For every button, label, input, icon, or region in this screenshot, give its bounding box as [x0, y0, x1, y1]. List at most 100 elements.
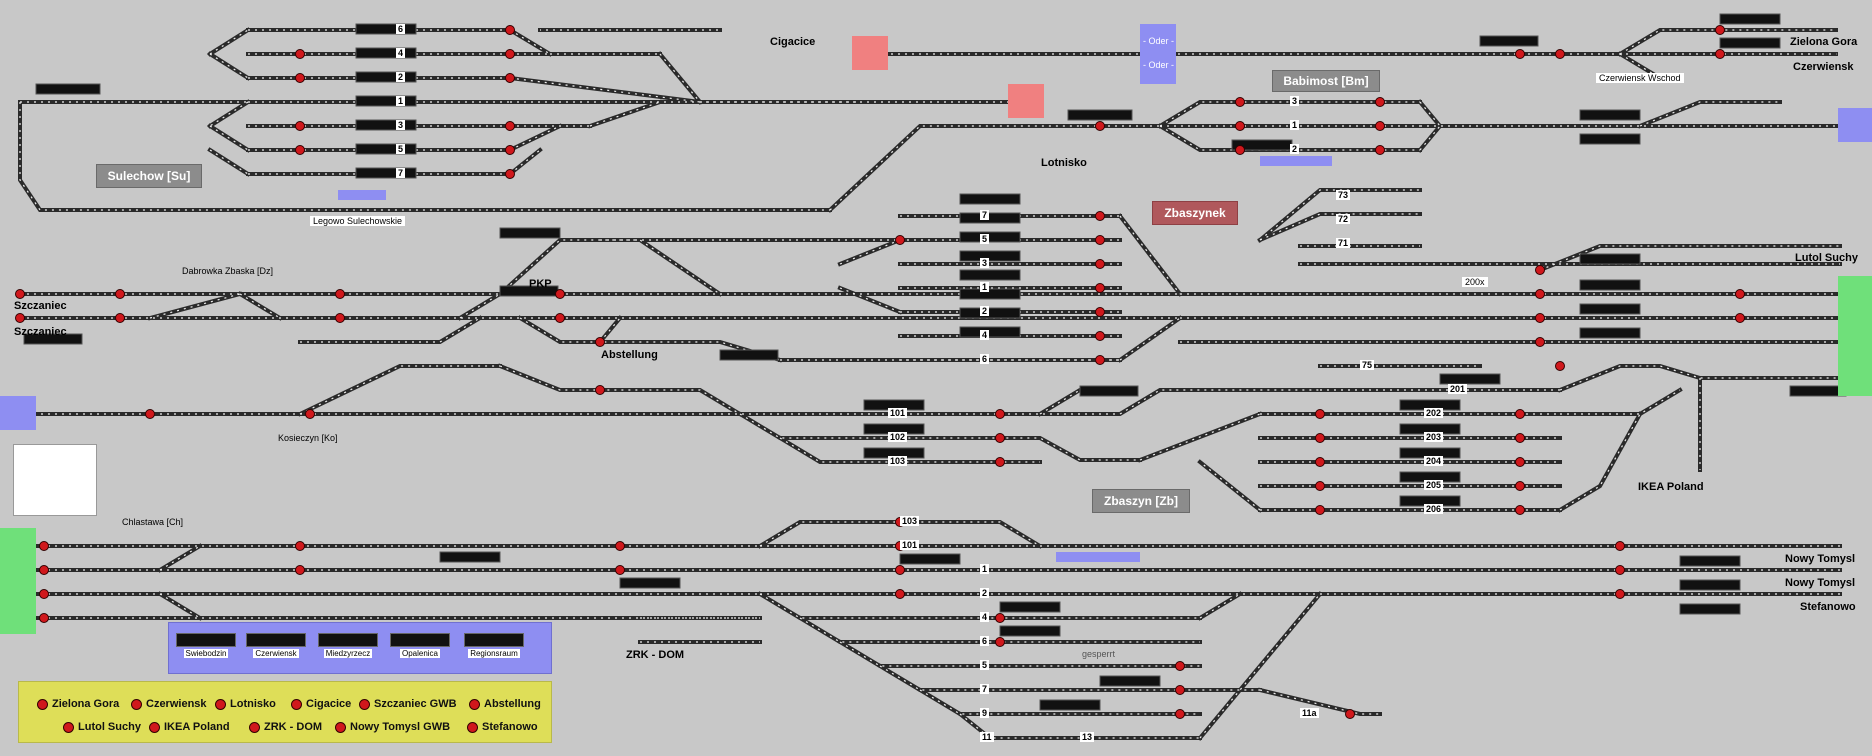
train-number-display[interactable]	[959, 250, 1021, 262]
signal-icon[interactable]	[1535, 265, 1545, 275]
train-number-display[interactable]	[1079, 385, 1139, 397]
signal-icon[interactable]	[895, 235, 905, 245]
signal-icon[interactable]	[1515, 409, 1525, 419]
signal-icon[interactable]	[1735, 313, 1745, 323]
signal-icon[interactable]	[1535, 289, 1545, 299]
signal-icon[interactable]	[39, 565, 49, 575]
signal-icon[interactable]	[1095, 307, 1105, 317]
train-number-display[interactable]	[1579, 109, 1641, 121]
signal-icon[interactable]	[1095, 235, 1105, 245]
signal-icon[interactable]	[1315, 433, 1325, 443]
signal-icon[interactable]	[595, 337, 605, 347]
signal-icon[interactable]	[895, 565, 905, 575]
signal-icon[interactable]	[1555, 49, 1565, 59]
train-number-display[interactable]	[1679, 555, 1741, 567]
signal-icon[interactable]	[295, 121, 305, 131]
train-number-display[interactable]	[1679, 603, 1741, 615]
train-number-display[interactable]	[1719, 13, 1781, 25]
train-number-display[interactable]	[355, 143, 417, 155]
train-number-display[interactable]	[355, 47, 417, 59]
signal-icon[interactable]	[995, 457, 1005, 467]
train-number-display[interactable]	[719, 349, 779, 361]
signal-icon[interactable]	[505, 169, 515, 179]
signal-icon[interactable]	[295, 49, 305, 59]
signal-icon[interactable]	[1535, 313, 1545, 323]
legend-signal-7[interactable]: Lutol Suchy	[63, 721, 141, 733]
station-sulechow[interactable]: Sulechow [Su]	[96, 164, 202, 188]
signal-icon[interactable]	[1535, 337, 1545, 347]
signal-icon[interactable]	[295, 565, 305, 575]
signal-icon[interactable]	[595, 385, 605, 395]
train-number-display[interactable]	[355, 23, 417, 35]
signal-icon[interactable]	[1235, 97, 1245, 107]
signal-icon[interactable]	[39, 541, 49, 551]
signal-icon[interactable]	[1235, 121, 1245, 131]
signal-icon[interactable]	[1515, 433, 1525, 443]
signal-icon[interactable]	[335, 313, 345, 323]
signal-icon[interactable]	[1515, 481, 1525, 491]
signal-icon[interactable]	[305, 409, 315, 419]
train-number-display[interactable]	[899, 553, 961, 565]
train-number-display[interactable]	[439, 551, 501, 563]
signal-icon[interactable]	[615, 541, 625, 551]
train-number-display[interactable]	[1579, 253, 1641, 265]
signal-icon[interactable]	[1555, 361, 1565, 371]
signal-icon[interactable]	[1615, 589, 1625, 599]
signal-icon[interactable]	[895, 589, 905, 599]
legend-signal-6[interactable]: Abstellung	[469, 698, 541, 710]
signal-icon[interactable]	[505, 49, 515, 59]
signal-icon[interactable]	[1095, 211, 1105, 221]
station-zbaszynek[interactable]: Zbaszynek	[1152, 201, 1238, 225]
legend-signal-11[interactable]: Stefanowo	[467, 721, 538, 733]
signal-icon[interactable]	[1515, 457, 1525, 467]
train-number-display[interactable]	[355, 119, 417, 131]
signal-icon[interactable]	[505, 121, 515, 131]
train-number-display[interactable]	[1439, 373, 1501, 385]
signal-icon[interactable]	[995, 409, 1005, 419]
signal-icon[interactable]	[1615, 541, 1625, 551]
train-number-display[interactable]	[1579, 279, 1641, 291]
signal-icon[interactable]	[1615, 565, 1625, 575]
train-number-display[interactable]	[959, 326, 1021, 338]
signal-icon[interactable]	[15, 289, 25, 299]
train-number-display[interactable]	[1067, 109, 1133, 121]
station-babimost[interactable]: Babimost [Bm]	[1272, 70, 1380, 92]
signal-icon[interactable]	[995, 637, 1005, 647]
signal-icon[interactable]	[1315, 505, 1325, 515]
signal-icon[interactable]	[1515, 505, 1525, 515]
signal-icon[interactable]	[1235, 145, 1245, 155]
legend-signal-9[interactable]: ZRK - DOM	[249, 721, 322, 733]
train-number-display[interactable]	[619, 577, 681, 589]
station-zbaszyn[interactable]: Zbaszyn [Zb]	[1092, 489, 1190, 513]
train-number-display[interactable]	[35, 83, 101, 95]
signal-icon[interactable]	[615, 565, 625, 575]
train-number-display[interactable]	[1579, 303, 1641, 315]
signal-icon[interactable]	[145, 409, 155, 419]
legend-signal-2[interactable]: Czerwiensk	[131, 698, 207, 710]
signal-icon[interactable]	[995, 613, 1005, 623]
legend-signal-5[interactable]: Szczaniec GWB	[359, 698, 457, 710]
legend-signal-4[interactable]: Cigacice	[291, 698, 351, 710]
signal-icon[interactable]	[39, 613, 49, 623]
signal-icon[interactable]	[335, 289, 345, 299]
legend-signal-3[interactable]: Lotnisko	[215, 698, 276, 710]
signal-icon[interactable]	[1315, 481, 1325, 491]
train-number-display[interactable]	[1039, 699, 1101, 711]
signal-icon[interactable]	[295, 541, 305, 551]
signal-icon[interactable]	[1715, 49, 1725, 59]
signal-icon[interactable]	[295, 73, 305, 83]
signal-icon[interactable]	[1715, 25, 1725, 35]
train-number-display[interactable]	[499, 227, 561, 239]
signal-icon[interactable]	[39, 589, 49, 599]
train-number-display[interactable]	[355, 95, 417, 107]
train-number-display[interactable]	[999, 625, 1061, 637]
signal-icon[interactable]	[505, 145, 515, 155]
signal-icon[interactable]	[1375, 121, 1385, 131]
signal-icon[interactable]	[115, 313, 125, 323]
train-number-display[interactable]	[959, 231, 1021, 243]
signal-icon[interactable]	[1095, 121, 1105, 131]
train-number-display[interactable]	[1579, 327, 1641, 339]
train-number-display[interactable]	[355, 71, 417, 83]
signal-icon[interactable]	[1175, 661, 1185, 671]
signal-icon[interactable]	[1095, 355, 1105, 365]
